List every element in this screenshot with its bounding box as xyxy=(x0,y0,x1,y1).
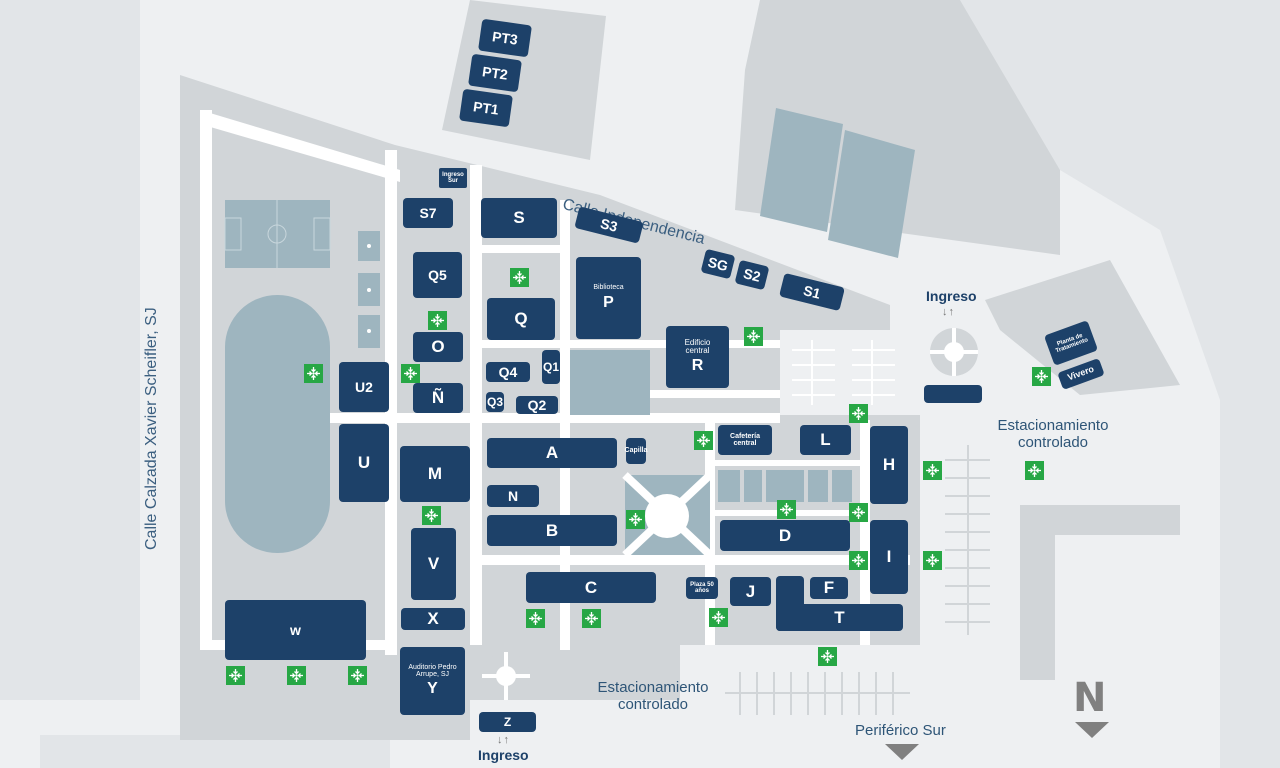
parking-label-bottom: Estacionamiento controlado xyxy=(597,679,709,713)
building-y-letter: Y xyxy=(427,680,438,698)
assembly-point-icon xyxy=(422,506,441,525)
building-s[interactable]: S xyxy=(481,198,557,238)
assembly-point-icon xyxy=(923,551,942,570)
street-label-periferico: Periférico Sur xyxy=(855,722,946,739)
assembly-point-icon xyxy=(1032,367,1051,386)
assembly-point-icon xyxy=(849,503,868,522)
assembly-point-icon xyxy=(401,364,420,383)
ingreso-sur-marker[interactable]: Ingreso Sur xyxy=(439,168,467,188)
building-o[interactable]: O xyxy=(413,332,463,362)
building-v[interactable]: V xyxy=(411,528,456,600)
building-pt1[interactable]: PT1 xyxy=(459,88,513,128)
biblioteca-caption: Biblioteca xyxy=(593,284,624,292)
assembly-point-icon xyxy=(849,551,868,570)
ingreso-label-top: Ingreso xyxy=(926,288,977,304)
ingreso-label-bottom: Ingreso xyxy=(478,747,529,763)
building-u2[interactable]: U2 xyxy=(339,362,389,412)
building-t[interactable]: T xyxy=(776,604,903,631)
assembly-point-icon xyxy=(287,666,306,685)
north-label: N xyxy=(1073,675,1107,721)
assembly-point-icon xyxy=(818,647,837,666)
building-r-letter: R xyxy=(691,357,704,375)
building-q4[interactable]: Q4 xyxy=(486,362,530,382)
edificio-central-caption: Edificio central xyxy=(684,337,711,356)
assembly-point-icon xyxy=(510,268,529,287)
assembly-point-icon xyxy=(849,404,868,423)
building-n-tilde[interactable]: Ñ xyxy=(413,383,463,413)
building-r[interactable]: Edificio central R xyxy=(666,326,729,388)
building-pt3[interactable]: PT3 xyxy=(478,18,532,58)
parking-label-right: Estacionamiento controlado xyxy=(997,417,1109,451)
building-m[interactable]: M xyxy=(400,446,470,502)
periferico-arrow-icon xyxy=(885,744,919,760)
assembly-point-icon xyxy=(694,431,713,450)
building-p-letter: P xyxy=(603,293,614,311)
building-z[interactable]: Z xyxy=(479,712,536,732)
building-x[interactable]: X xyxy=(401,608,465,630)
building-f[interactable]: F xyxy=(810,577,848,599)
assembly-point-icon xyxy=(526,609,545,628)
building-q2[interactable]: Q2 xyxy=(516,396,558,414)
building-w[interactable]: w xyxy=(225,600,366,660)
building-j[interactable]: J xyxy=(730,577,771,606)
building-plaza-50[interactable]: Plaza 50 años xyxy=(686,577,718,599)
assembly-point-icon xyxy=(348,666,367,685)
assembly-point-icon xyxy=(428,311,447,330)
building-i[interactable]: I xyxy=(870,520,908,594)
street-label-xavier: Calle Calzada Xavier Scheifler, SJ xyxy=(143,307,160,550)
building-q1[interactable]: Q1 xyxy=(542,350,560,384)
assembly-point-icon xyxy=(709,608,728,627)
building-b[interactable]: B xyxy=(487,515,617,546)
building-h[interactable]: H xyxy=(870,426,908,504)
building-c[interactable]: C xyxy=(526,572,656,603)
assembly-point-icon xyxy=(1025,461,1044,480)
ingreso-arrows-bottom: ↓↑ xyxy=(497,734,510,746)
building-q5[interactable]: Q5 xyxy=(413,252,462,298)
building-capilla[interactable]: Capilla xyxy=(625,438,647,464)
auditorio-caption: Auditorio Pedro Arrupe, SJ xyxy=(408,663,457,679)
assembly-point-icon xyxy=(304,364,323,383)
assembly-point-icon xyxy=(626,510,645,529)
building-s7[interactable]: S7 xyxy=(403,198,453,228)
building-y[interactable]: Auditorio Pedro Arrupe, SJ Y xyxy=(400,647,465,715)
building-cafeteria[interactable]: Cafetería central xyxy=(718,425,772,455)
assembly-point-icon xyxy=(923,461,942,480)
building-l[interactable]: L xyxy=(800,425,851,455)
assembly-point-icon xyxy=(777,500,796,519)
ingreso-arrows-top: ↓↑ xyxy=(942,306,955,318)
building-q3[interactable]: Q3 xyxy=(486,392,504,412)
building-a[interactable]: A xyxy=(487,438,617,468)
ingreso-gate-building[interactable] xyxy=(924,385,982,403)
north-arrow-icon xyxy=(1075,722,1109,738)
building-n[interactable]: N xyxy=(487,485,539,507)
assembly-point-icon xyxy=(582,609,601,628)
building-d[interactable]: D xyxy=(720,520,850,551)
building-u[interactable]: U xyxy=(339,424,389,502)
building-q[interactable]: Q xyxy=(487,298,555,340)
building-pt2[interactable]: PT2 xyxy=(468,53,522,93)
assembly-point-icon xyxy=(226,666,245,685)
assembly-point-icon xyxy=(744,327,763,346)
building-p[interactable]: Biblioteca P xyxy=(576,257,641,339)
